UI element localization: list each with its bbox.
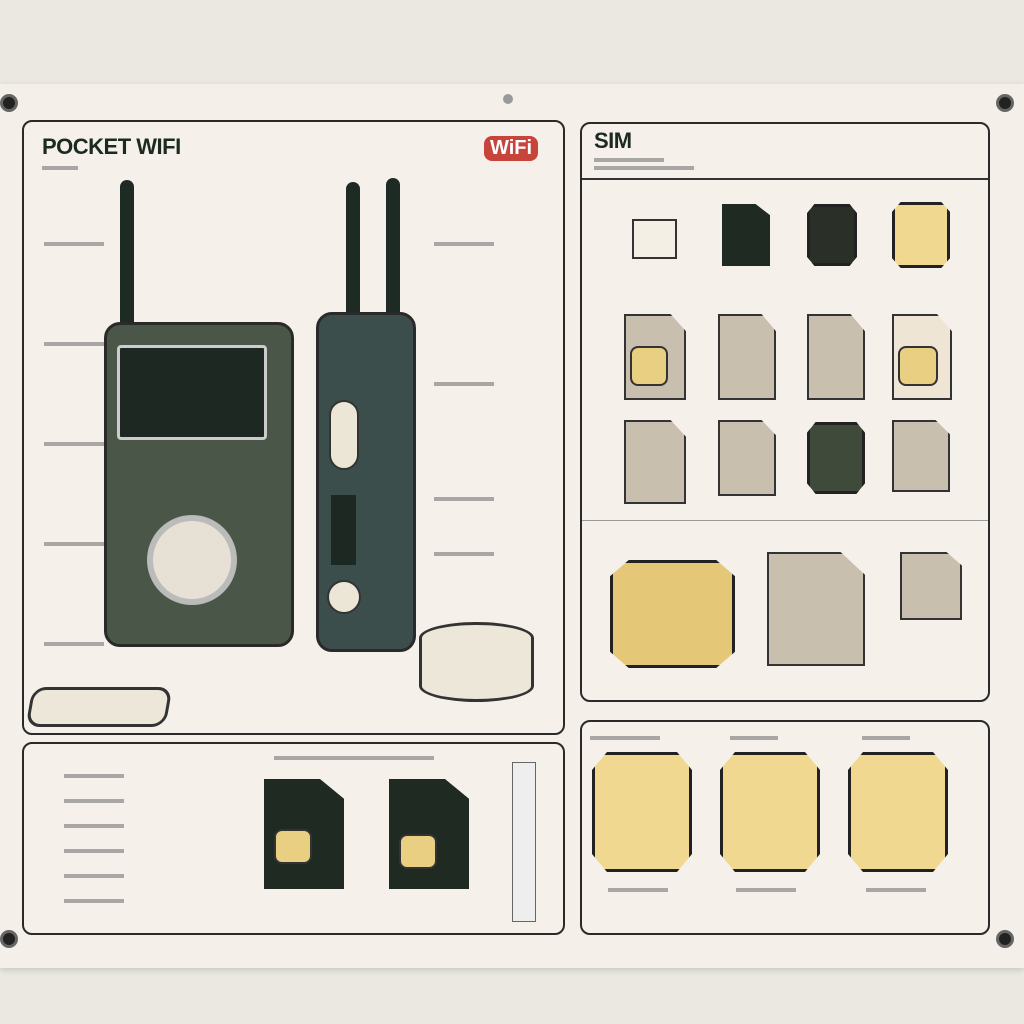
- pocket-wifi-side: [316, 312, 416, 652]
- antenna-icon: [120, 180, 134, 330]
- pin-icon: [0, 930, 18, 948]
- sim-chip: [592, 752, 692, 872]
- sim-comparison-panel: [22, 742, 565, 935]
- sim-chip: [848, 752, 948, 872]
- sim-chip: [720, 752, 820, 872]
- sim-card: [389, 779, 469, 889]
- sim-card: [264, 779, 344, 889]
- device-flat: [25, 687, 173, 727]
- sim-panel: SIM: [580, 122, 990, 702]
- antenna-icon: [386, 178, 400, 328]
- panel-title: SIM: [594, 128, 632, 153]
- panel-title: POCKET WIFI: [42, 134, 181, 159]
- sim-card-blank: [900, 552, 962, 620]
- pin-icon: [0, 94, 18, 112]
- pin-icon: [996, 930, 1014, 948]
- wifi-badge: WiFi: [484, 136, 539, 161]
- dial-button: [147, 515, 237, 605]
- sim-chip-large: [610, 560, 735, 668]
- sim-chip-panel: [580, 720, 990, 935]
- sim-card-blank: [767, 552, 865, 666]
- pocket-wifi-panel: POCKET WIFI WiFi: [22, 120, 565, 735]
- sim-tray: [512, 762, 536, 922]
- pin-icon: [996, 94, 1014, 112]
- dial-part: [419, 622, 534, 702]
- screen: [117, 345, 267, 440]
- pocket-wifi-front: [104, 322, 294, 647]
- hole-icon: [503, 94, 513, 104]
